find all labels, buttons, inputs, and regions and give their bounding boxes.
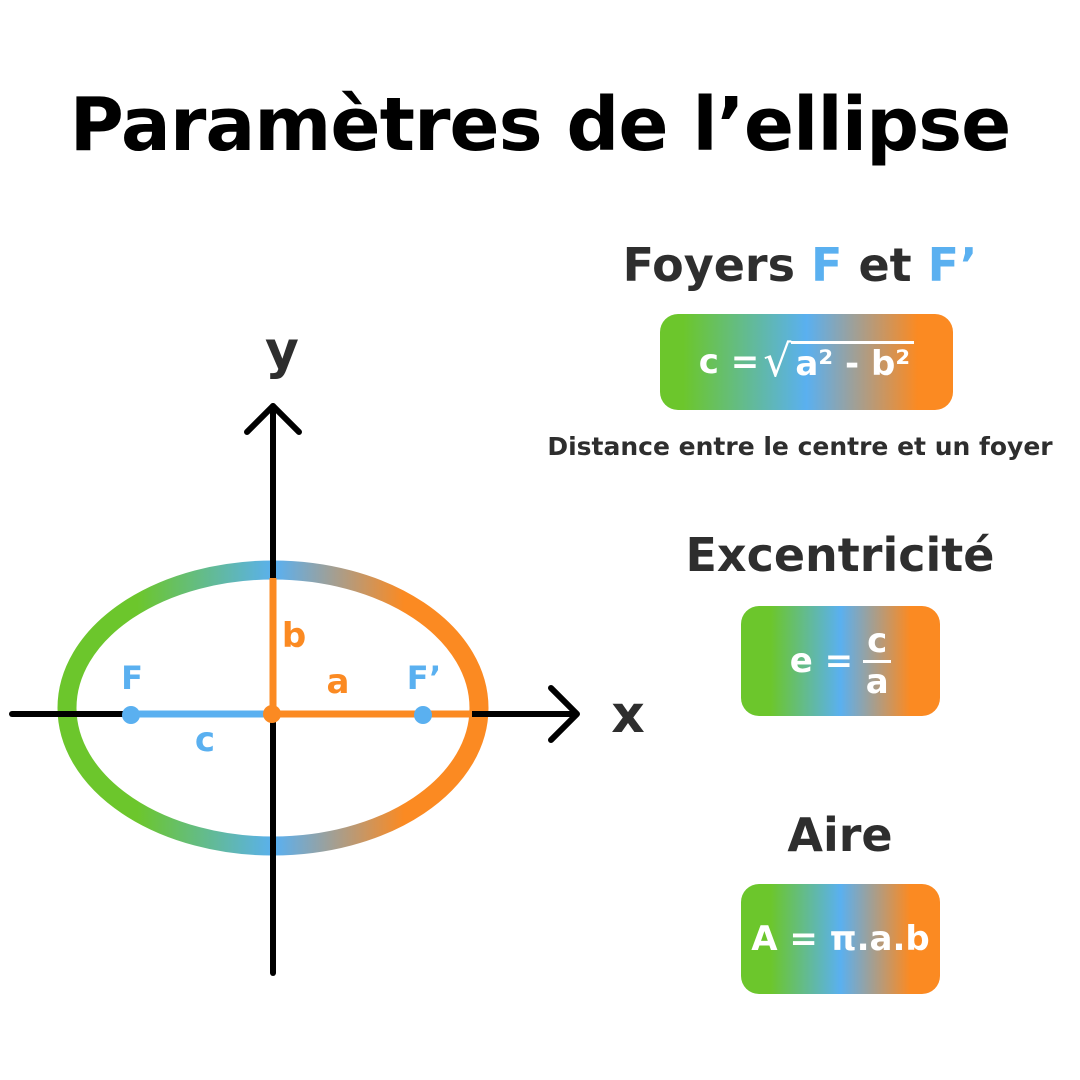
excentricite-title: Excentricité <box>685 528 995 582</box>
label-focus-F: F <box>121 659 143 697</box>
focus-F-prime-point <box>414 706 432 724</box>
label-b: b <box>282 616 306 656</box>
excentricite-formula-lhs: e = <box>789 641 854 681</box>
x-axis-label: x <box>611 685 645 745</box>
excentricite-formula-box: e = c a <box>741 606 940 716</box>
radical-sign: √ <box>763 336 792 387</box>
foyers-formula-lhs: c = <box>698 342 760 382</box>
center-point <box>263 705 281 723</box>
fraction: c a <box>863 624 892 702</box>
aire-formula-box: A = π.a.b <box>741 884 940 994</box>
sqrt-expression: √a² - b² <box>759 336 915 387</box>
label-a: a <box>327 662 350 702</box>
y-axis-label: y <box>265 321 299 381</box>
foyers-title-mid: et <box>842 238 928 292</box>
focus-F-point <box>122 706 140 724</box>
aire-formula: A = π.a.b <box>751 919 930 959</box>
foyers-caption: Distance entre le centre et un foyer <box>547 432 1053 461</box>
foyers-formula-box: c = √a² - b² <box>660 314 953 410</box>
label-focus-F-prime: F’ <box>407 659 442 697</box>
aire-title: Aire <box>787 808 893 862</box>
foyers-title-F: F <box>811 238 843 292</box>
foyers-formula-radicand: a² - b² <box>791 340 915 383</box>
label-c: c <box>195 720 215 760</box>
y-axis-arrowhead <box>244 403 302 435</box>
foyers-title-F-prime: F’ <box>927 238 978 292</box>
fraction-denominator: a <box>865 661 889 702</box>
page-title: Paramètres de l’ellipse <box>69 82 1012 168</box>
foyers-title-prefix: Foyers <box>622 238 811 292</box>
x-axis-arrowhead <box>548 685 580 743</box>
foyers-title: Foyers F et F’ <box>560 238 1040 292</box>
fraction-numerator: c <box>863 624 892 663</box>
